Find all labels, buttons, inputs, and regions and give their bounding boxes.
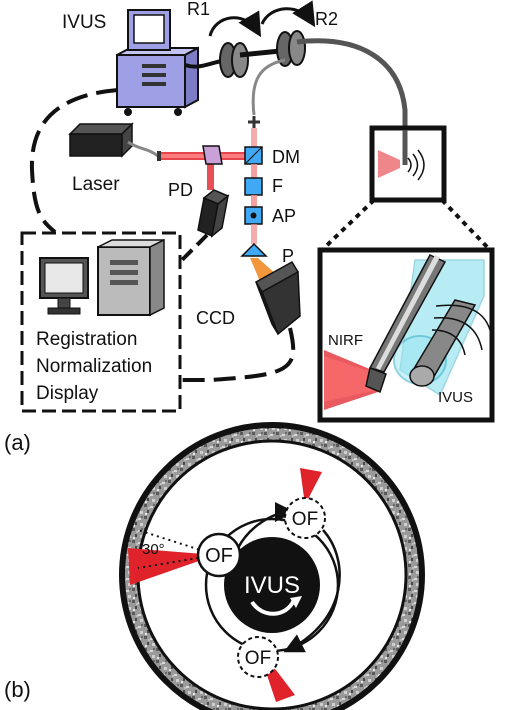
label-pd: PD — [168, 180, 193, 200]
computer-text-2: Normalization — [36, 356, 152, 377]
rotation-arrow-r1 — [208, 10, 262, 38]
label-dm: DM — [272, 147, 300, 167]
inset-nirf-label: NIRF — [328, 332, 363, 349]
label-r2: R2 — [315, 9, 338, 29]
label-laser: Laser — [72, 174, 120, 195]
signal-wedge-left — [128, 548, 216, 585]
angle-label: 30° — [142, 541, 165, 558]
rotation-arrow-r2 — [260, 0, 316, 28]
catheter-line — [296, 38, 408, 165]
optical-fiber-position-2: OF — [284, 497, 326, 539]
of-label-3: OF — [245, 648, 271, 669]
optical-fiber — [251, 58, 286, 116]
panel-a-label: (a) — [4, 430, 31, 455]
catheter-inset — [317, 247, 495, 423]
optical-fiber-position-1: OF — [196, 532, 242, 578]
laser-source — [68, 122, 134, 158]
ivus-center-label: IVUS — [244, 572, 300, 599]
pc-tower-icon — [97, 238, 165, 317]
aperture-ap — [244, 206, 263, 225]
dichroic-mirror-dm — [244, 146, 263, 165]
beam-splitter — [202, 145, 223, 165]
ivus-rotation-arrow — [250, 598, 296, 616]
laser-fiber — [127, 140, 159, 158]
ccd-camera — [254, 260, 301, 336]
panel-b: 30° IVUS OF OF OF (b) — [4, 422, 425, 710]
of-label-1: OF — [205, 545, 233, 567]
ivus-core — [224, 537, 320, 633]
cable-ccd-to-computer — [180, 327, 296, 382]
ivus-console — [116, 9, 199, 116]
label-ivus: IVUS — [62, 12, 106, 33]
panel-a: Registration Normalization Display — [4, 0, 495, 455]
cable-ivus-to-computer — [29, 88, 119, 234]
computer-text-3: Display — [36, 383, 99, 404]
computer-text-1: Registration — [36, 329, 137, 350]
inset-ivus-label: IVUS — [438, 389, 473, 406]
orbit-arrow-1 — [236, 502, 295, 549]
label-ap: AP — [272, 206, 296, 226]
prism-p — [240, 242, 268, 257]
photodiode-pd — [197, 189, 230, 238]
rotary-joint-r2 — [276, 30, 306, 67]
monitor-icon — [39, 257, 89, 315]
label-f: F — [272, 176, 283, 196]
label-ccd: CCD — [196, 308, 235, 328]
of-label-2: OF — [292, 509, 318, 530]
computer-box — [20, 231, 182, 413]
label-p: P — [282, 246, 294, 266]
panel-b-label: (b) — [4, 677, 31, 702]
filter-f — [244, 177, 263, 196]
optical-fiber-position-3: OF — [237, 636, 279, 678]
signal-wedge-top — [300, 468, 322, 505]
label-r1: R1 — [187, 0, 210, 19]
cable-pd-to-computer — [178, 233, 209, 264]
rotary-joint-r1 — [219, 42, 249, 78]
